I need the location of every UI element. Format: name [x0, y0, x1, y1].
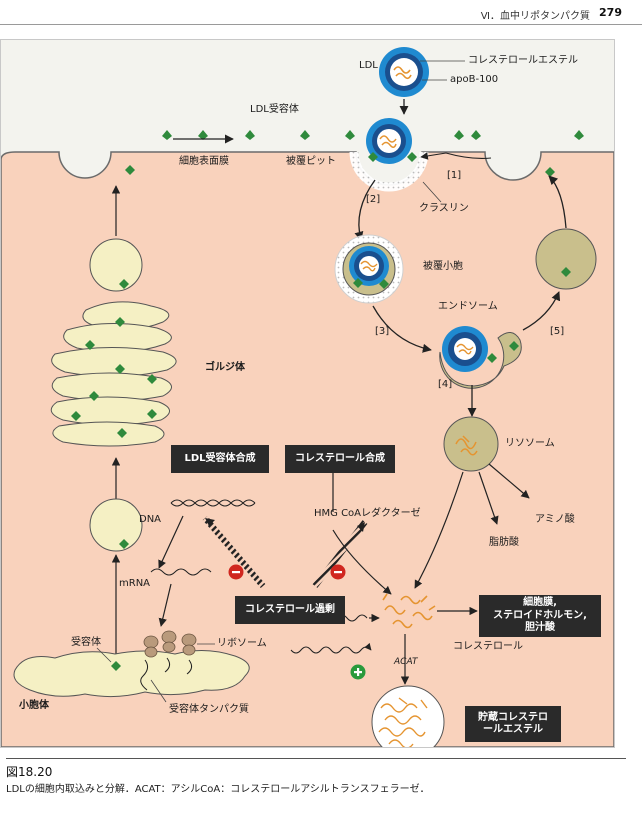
cholesterol-excess-box: コレステロール過剰 [235, 596, 345, 624]
step-5-label: [5] [550, 326, 565, 337]
coated-vesicle [334, 234, 404, 304]
acat-label: ACAT [394, 657, 418, 667]
ldl-particle [379, 47, 429, 97]
coated-pit-label: 被覆ピット [286, 156, 336, 167]
cholesterol-synthesis-box: コレステロール合成 [285, 445, 395, 473]
amino-acid-label: アミノ酸 [535, 514, 575, 525]
cholesterol-ester-label: コレステロールエステル [468, 55, 578, 66]
storage-ester-box: 貯蔵コレステロ ールエステル [465, 706, 561, 742]
endosome-label: エンドソーム [438, 301, 498, 312]
ldl-in-pit [366, 118, 417, 164]
dna-helix [170, 499, 256, 507]
page-header: Ⅵ．血中リポタンパク質 279 [0, 0, 642, 26]
section-title: Ⅵ．血中リポタンパク質 [480, 11, 590, 22]
inhibit-symbol-left [228, 564, 244, 580]
ribosome-label: リボソーム [217, 638, 267, 649]
endosome [439, 326, 522, 389]
cholesterol-label: コレステロール [453, 641, 523, 652]
header-rule [0, 24, 642, 25]
caption-text: LDLの細胞内取込みと分解．ACAT：アシルCoA：コレステロールアシルトランス… [6, 784, 430, 795]
ribosomes [143, 630, 197, 658]
free-cholesterol [382, 593, 436, 629]
step-2-label: [2] [366, 194, 381, 205]
ldl-label: LDL [359, 60, 378, 71]
step-3-label: [3] [375, 326, 390, 337]
step-1-label: [1] [447, 170, 462, 181]
er-label: 小胞体 [19, 700, 49, 711]
step-4-label: [4] [438, 379, 453, 390]
coated-vesicle-label: 被覆小胞 [423, 261, 463, 272]
golgi-apparatus [50, 301, 177, 447]
receptor-protein-label: 受容体タンパク質 [169, 704, 249, 715]
lysosome-label: リソソーム [505, 438, 555, 449]
mrna-label: mRNA [119, 578, 151, 589]
caption-rule [6, 758, 626, 759]
page-number: 279 [599, 6, 622, 19]
apob-label: apoB-100 [450, 74, 499, 85]
dna-label: DNA [139, 514, 162, 525]
clathrin-label: クラスリン [419, 203, 469, 214]
clathrin-coat [349, 151, 429, 192]
golgi-label: ゴルジ体 [205, 362, 245, 373]
lysosome [443, 416, 499, 472]
figure-panel: LDL コレステロールエステル apoB-100 LDL受容体 細胞表面膜 被覆… [0, 39, 615, 748]
stored-cholesteryl-ester [371, 685, 445, 747]
membrane-hormone-bile-box: 細胞膜, ステロイドホルモン, 胆汁酸 [479, 595, 601, 637]
receptor-label: 受容体 [71, 637, 101, 648]
activate-symbol [350, 664, 366, 680]
fatty-acid-label: 脂肪酸 [489, 537, 519, 548]
ldl-receptor-label: LDL受容体 [250, 104, 299, 115]
secretory-vesicle-bottom [89, 498, 143, 552]
mrna-strand [150, 568, 212, 576]
ldl-receptor-synthesis-box: LDL受容体合成 [171, 445, 269, 473]
figure-number: 図18.20 [6, 765, 53, 779]
endoplasmic-reticulum [13, 650, 250, 698]
inhibit-symbol-right [330, 564, 346, 580]
recycling-vesicle [535, 228, 597, 290]
cell-membrane-label: 細胞表面膜 [179, 156, 229, 167]
membrane-receptors [125, 130, 584, 177]
hmg-label: HMG CoAレダクターゼ [314, 508, 421, 519]
secretory-vesicle-top [89, 238, 143, 292]
